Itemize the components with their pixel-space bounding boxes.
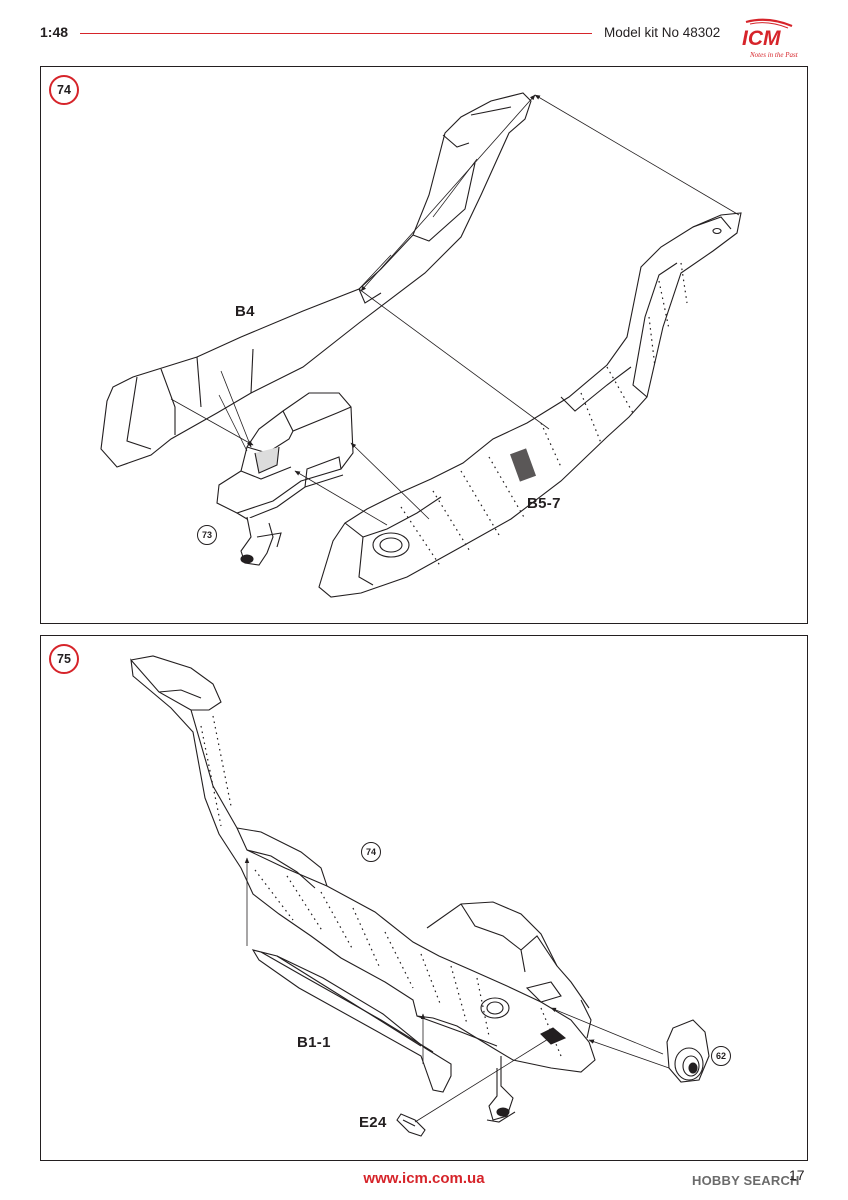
cockpit-assembly: [217, 393, 353, 565]
logo-tagline: Notes in the Past: [749, 51, 799, 59]
part-label-e24: E24: [359, 1114, 387, 1131]
step-74-illustration: [41, 67, 809, 625]
part-label-b4: B4: [235, 303, 255, 320]
hobby-search-watermark: HOBBY SEARCH: [692, 1173, 800, 1188]
part-b1-1: [253, 950, 451, 1092]
reference-step-badge: 73: [197, 525, 217, 545]
step-number-badge: 75: [49, 644, 79, 674]
logo-text: ICM: [742, 27, 781, 50]
header-divider: [80, 33, 592, 34]
step-number-badge: 74: [49, 75, 79, 105]
scale-label: 1:48: [40, 24, 69, 40]
reference-step-badge: 74: [361, 842, 381, 862]
icm-logo: ICM Notes in the Past: [742, 18, 799, 59]
page-header: 1:48 Model kit No 48302 ICM Notes in the…: [0, 0, 848, 62]
step-74-panel: 74: [40, 66, 808, 624]
fuselage-half-b5-7: [319, 213, 741, 597]
reference-step-badge: 62: [711, 1046, 731, 1066]
part-label-b5-7: B5-7: [527, 495, 561, 512]
kit-number: Model kit No 48302: [604, 25, 721, 40]
step-75-panel: 75: [40, 635, 808, 1161]
step-75-illustration: [41, 636, 809, 1162]
website-url[interactable]: www.icm.com.ua: [363, 1170, 485, 1187]
part-label-b1-1: B1-1: [297, 1034, 331, 1051]
page-number: 17: [789, 1167, 805, 1183]
part-e24: [397, 1114, 425, 1136]
part-rotor-hub: [667, 1020, 709, 1082]
assembled-fuselage: [131, 656, 595, 1122]
